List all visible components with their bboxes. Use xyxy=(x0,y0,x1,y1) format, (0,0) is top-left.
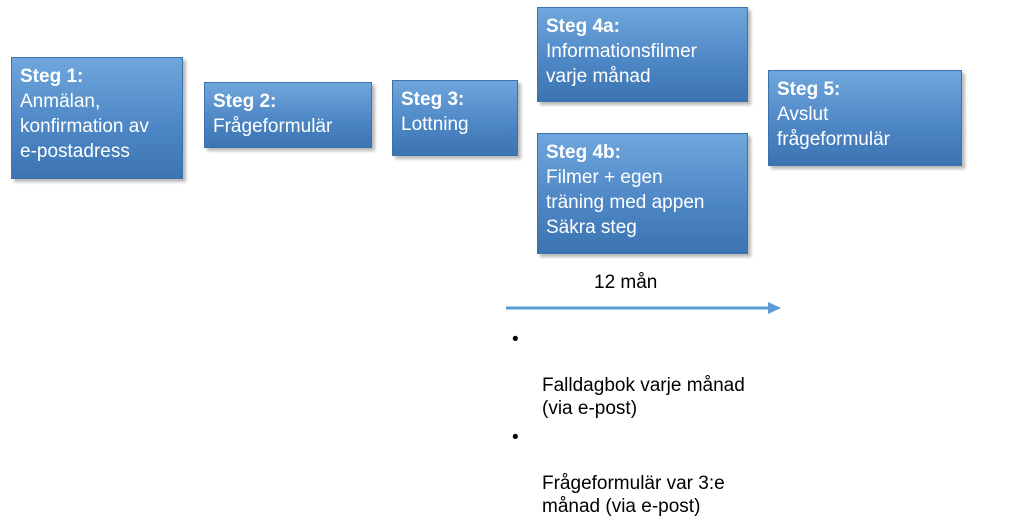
bullet-icon: • xyxy=(512,427,519,448)
step-2-title: Steg 2: xyxy=(213,91,277,112)
step-1-box: Steg 1: Anmälan, konfirmation av e-posta… xyxy=(11,57,183,179)
step-4b-title: Steg 4b: xyxy=(546,142,621,163)
step-4a-text: Informationsfilmer varje månad xyxy=(546,41,697,87)
step-5-text: Avslut frågeformulär xyxy=(777,104,890,150)
note-text-frageformular: Frågeformulär var 3:e månad (via e-post) xyxy=(542,473,725,517)
note-text-falldagbok: Falldagbok varje månad (via e-post) xyxy=(542,375,745,419)
step-3-text: Lottning xyxy=(401,114,469,135)
step-4a-title: Steg 4a: xyxy=(546,16,620,37)
step-4a-box: Steg 4a: Informationsfilmer varje månad xyxy=(537,7,748,102)
step-3-box: Steg 3: Lottning xyxy=(392,80,518,156)
step-1-text: Anmälan, konfirmation av e-postadress xyxy=(20,91,149,162)
step-1-title: Steg 1: xyxy=(20,66,84,87)
step-4b-box: Steg 4b: Filmer + egen träning med appen… xyxy=(537,133,748,254)
step-3-title: Steg 3: xyxy=(401,89,465,110)
note-item-frageformular: • Frågeformulär var 3:e månad (via e-pos… xyxy=(512,426,745,518)
step-5-title: Steg 5: xyxy=(777,79,841,100)
note-item-falldagbok: • Falldagbok varje månad (via e-post) xyxy=(512,328,745,420)
step-2-text: Frågeformulär xyxy=(213,116,333,137)
bullet-icon: • xyxy=(512,329,519,350)
timeline-arrow-head xyxy=(768,302,781,314)
timeline-arrow-icon xyxy=(506,302,781,314)
step-2-box: Steg 2: Frågeformulär xyxy=(204,82,372,148)
notes-list: • Falldagbok varje månad (via e-post) • … xyxy=(512,328,745,524)
step-4b-text: Filmer + egen träning med appen Säkra st… xyxy=(546,167,705,238)
duration-label: 12 mån xyxy=(594,272,658,293)
step-5-box: Steg 5: Avslut frågeformulär xyxy=(768,70,962,166)
